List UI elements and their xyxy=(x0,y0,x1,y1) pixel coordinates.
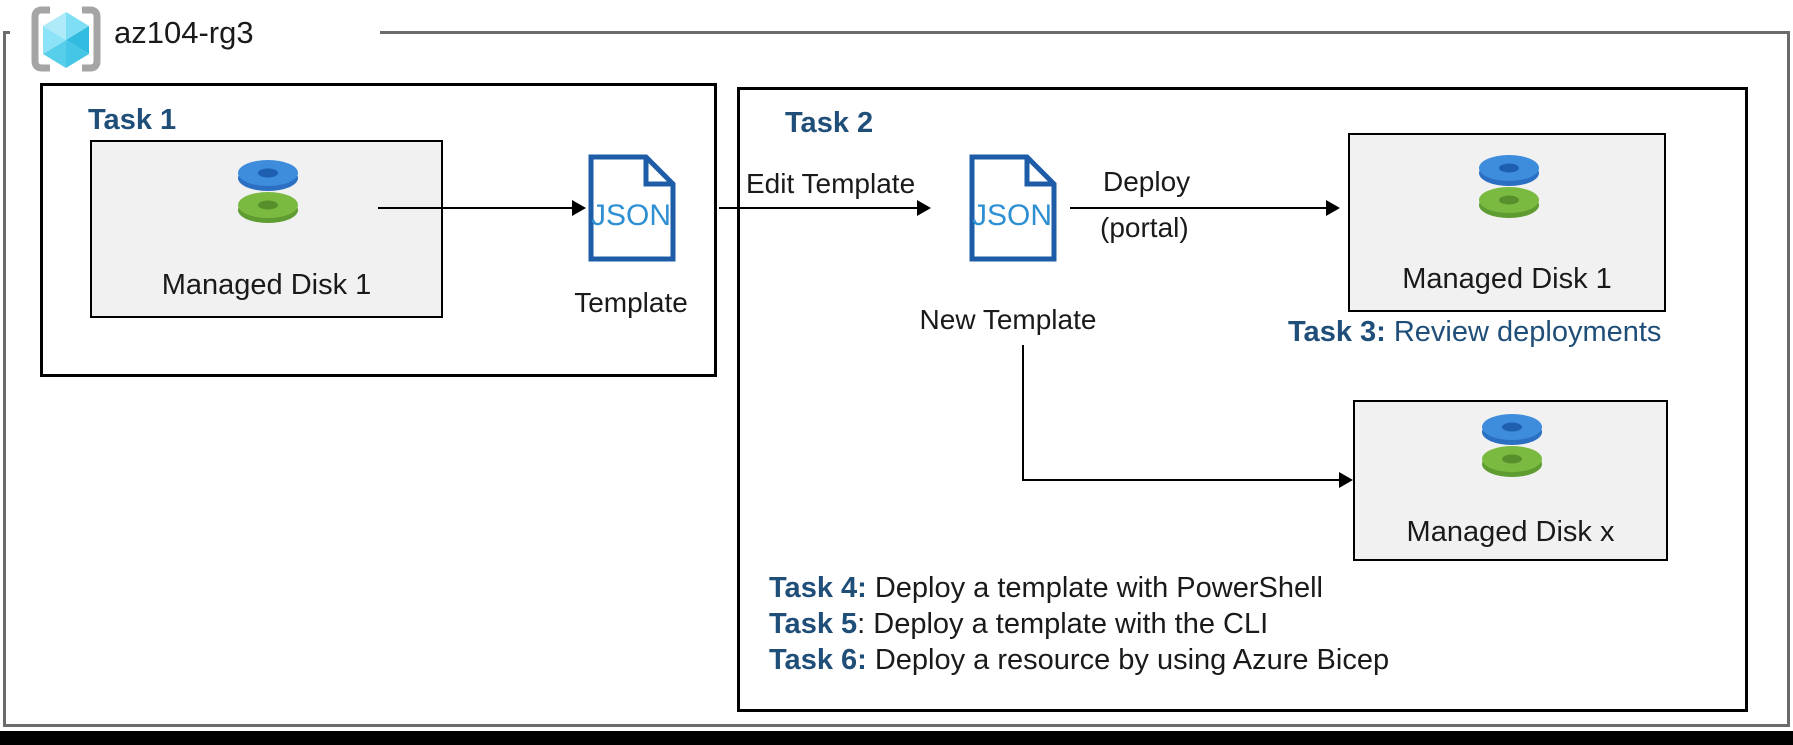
resource-group-icon xyxy=(31,6,101,72)
edit-template-label: Edit Template xyxy=(746,168,916,199)
managed-disk1-deployed-label: Managed Disk 1 xyxy=(1402,263,1612,295)
task3-prefix: Task 3: xyxy=(1288,316,1386,348)
arrow-deploy-portal xyxy=(1070,207,1326,209)
task6-text: Deploy a resource by using Azure Bicep xyxy=(866,644,1390,676)
template-label: Template xyxy=(574,287,688,318)
task4-line: Task 4: Deploy a template with PowerShel… xyxy=(769,570,1389,606)
task2-title: Task 2 xyxy=(785,107,874,139)
bottom-bar xyxy=(0,731,1793,745)
json-text: JSON xyxy=(591,199,671,232)
task6-prefix: Task 6: xyxy=(769,644,867,676)
task5-line: Task 5: Deploy a template with the CLI xyxy=(769,606,1389,642)
managed-diskx-label: Managed Disk x xyxy=(1406,516,1615,548)
task4-text: Deploy a template with PowerShell xyxy=(866,572,1323,604)
task3-caption: Task 3: Review deployments xyxy=(1288,316,1661,349)
arrow-disk-to-template-head xyxy=(572,200,586,216)
connector-arrowhead xyxy=(1339,472,1353,488)
new-template-label: New Template xyxy=(919,304,1097,335)
boundary-label-gap xyxy=(10,29,380,37)
managed-disk-icon xyxy=(1479,155,1539,218)
arrow-edit-template-head xyxy=(917,200,931,216)
managed-disk1-deployed-box: Managed Disk 1 xyxy=(1348,133,1666,312)
arrow-edit-template xyxy=(719,207,917,209)
task3-text: Review deployments xyxy=(1385,316,1662,348)
managed-disk-icon xyxy=(1482,414,1542,477)
arrow-deploy-portal-head xyxy=(1326,200,1340,216)
connector-vertical xyxy=(1022,345,1024,481)
resource-group-name: az104-rg3 xyxy=(114,15,254,50)
managed-disk1-source-box: Managed Disk 1 xyxy=(90,140,443,318)
json-new-template-icon: JSON xyxy=(969,154,1057,262)
managed-diskx-box: Managed Disk x xyxy=(1353,400,1668,561)
deploy-label: Deploy xyxy=(1103,166,1191,197)
arrow-disk-to-template xyxy=(378,207,574,209)
managed-disk1-source-label: Managed Disk 1 xyxy=(161,269,372,301)
bottom-task-list: Task 4: Deploy a template with PowerShel… xyxy=(769,570,1389,678)
json-text: JSON xyxy=(972,199,1052,232)
task1-title: Task 1 xyxy=(88,104,177,136)
resource-group-boundary xyxy=(3,31,1790,727)
task4-prefix: Task 4: xyxy=(769,572,867,604)
connector-horizontal xyxy=(1022,479,1339,481)
portal-label: (portal) xyxy=(1100,212,1189,243)
managed-disk-icon xyxy=(238,160,298,223)
json-template-icon: JSON xyxy=(588,154,676,262)
task5-prefix: Task 5 xyxy=(769,608,858,640)
task6-line: Task 6: Deploy a resource by using Azure… xyxy=(769,642,1389,678)
task5-text: : Deploy a template with the CLI xyxy=(857,608,1269,640)
